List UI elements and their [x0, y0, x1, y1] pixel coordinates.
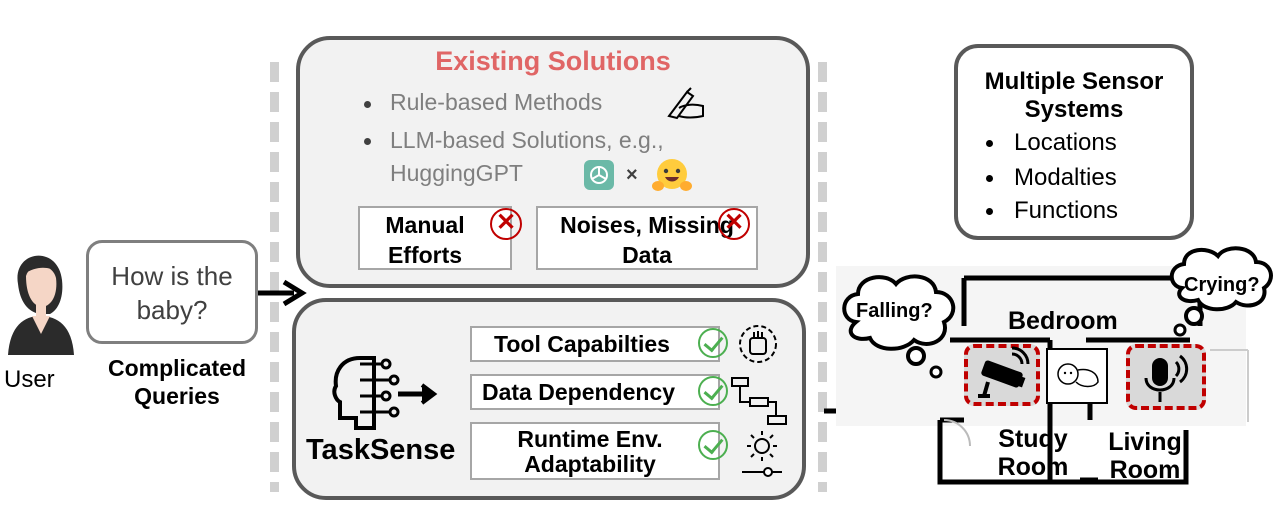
- hugging-face-icon: [652, 159, 692, 191]
- llm-based-item: LLM-based Solutions, e.g., HuggingGPT: [390, 127, 664, 186]
- check-icon: [698, 376, 728, 406]
- check-icon: [698, 328, 728, 358]
- query-caption: Complicated Queries: [107, 355, 247, 409]
- crib: [1046, 348, 1108, 404]
- tool-capabilities-label: Tool Capabilties: [494, 331, 670, 357]
- manual-efforts-label: Manual Efforts: [385, 212, 465, 268]
- manual-efforts-card: Manual Efforts: [358, 206, 512, 270]
- sensor-item-locations: Locations: [1014, 129, 1117, 156]
- room-study: Study Room: [997, 425, 1069, 481]
- rule-based-item: Rule-based Methods: [390, 89, 603, 115]
- chatgpt-logo-icon: [584, 160, 614, 190]
- room-bedroom: Bedroom: [1008, 307, 1118, 335]
- ai-brain-icon: [332, 356, 438, 430]
- flow-chart-icon: [731, 377, 787, 425]
- bullet: [986, 175, 993, 182]
- sensor-systems-box: [954, 44, 1194, 240]
- thought-bubble-right: [1169, 246, 1273, 337]
- thought-bubble-left: [842, 274, 956, 379]
- existing-solutions-title: Existing Solutions: [435, 46, 671, 76]
- sensor-item-functions: Functions: [1014, 197, 1119, 224]
- thought-falling: Falling?: [856, 300, 933, 322]
- separator-right: [818, 62, 827, 492]
- noises-label: Noises, Missing Data: [560, 212, 734, 268]
- room-living: Living Room: [1108, 428, 1182, 484]
- tool-capabilities-card: Tool Capabilties: [470, 326, 720, 362]
- times-symbol: ×: [626, 164, 638, 186]
- check-icon: [698, 430, 728, 460]
- floorplan-walls: [937, 275, 1249, 485]
- bullet: [986, 140, 993, 147]
- runtime-env-card: Runtime Env. Adaptability: [470, 422, 720, 480]
- bullet: [986, 208, 993, 215]
- separator-left: [270, 62, 279, 492]
- fist-gear-icon: [739, 325, 777, 363]
- sensor-item-modalities: Modalties: [1014, 164, 1117, 191]
- microphone-sensor-highlight: [1126, 344, 1206, 410]
- sensor-systems-title: Multiple Sensor Systems: [984, 68, 1164, 123]
- data-dependency-label: Data Dependency: [482, 379, 676, 405]
- camera-icon: [978, 346, 1030, 398]
- arrow-query-to-tasksense: [258, 279, 307, 307]
- cross-icon: ✕: [490, 208, 522, 240]
- tasksense-name: TaskSense: [306, 434, 456, 466]
- runtime-env-label: Runtime Env. Adaptability: [517, 426, 663, 477]
- user-icon: [8, 255, 74, 355]
- microphone-icon: [1144, 354, 1189, 402]
- thought-crying: Crying?: [1184, 274, 1260, 296]
- data-dependency-card: Data Dependency: [470, 374, 720, 410]
- bullet: [364, 101, 371, 108]
- query-text: How is the baby?: [111, 261, 233, 325]
- bullet: [364, 138, 371, 145]
- query-bubble: How is the baby?: [86, 240, 258, 344]
- user-label: User: [4, 366, 55, 393]
- baby-icon: [1057, 363, 1099, 388]
- cross-icon: ✕: [718, 208, 750, 240]
- sun-slider-icon: [742, 431, 782, 477]
- writing-hand-icon: [667, 87, 704, 120]
